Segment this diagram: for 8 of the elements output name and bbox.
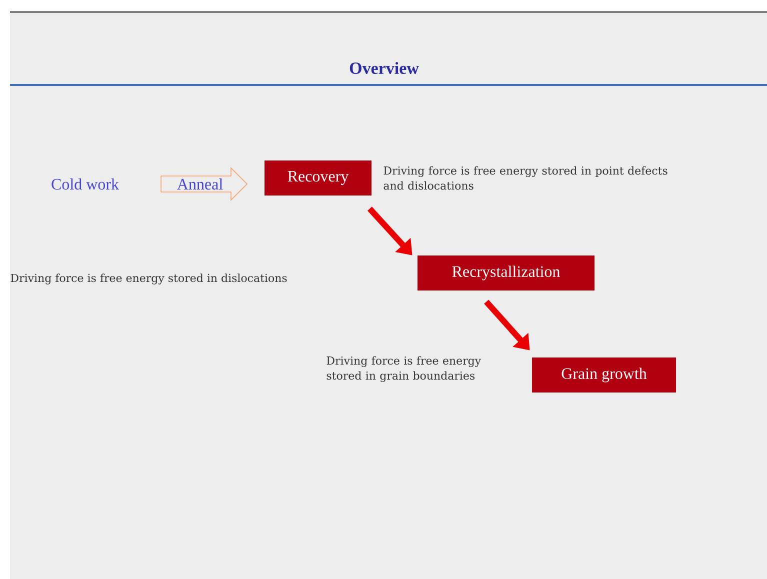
process-box: Recovery (264, 160, 372, 196)
description-text: Driving force is free energy stored in point defects and dislocations (384, 166, 668, 190)
slide-title: Overview (350, 62, 419, 74)
process-box: Grain growth (532, 358, 676, 392)
description-text: Driving force is free energy stored in dislocations (10, 274, 287, 284)
description-text: Driving force is free energy stored in grain boundaries (326, 356, 482, 382)
process-label: Cold work (52, 178, 119, 190)
process-box: Recrystallization (418, 256, 594, 290)
